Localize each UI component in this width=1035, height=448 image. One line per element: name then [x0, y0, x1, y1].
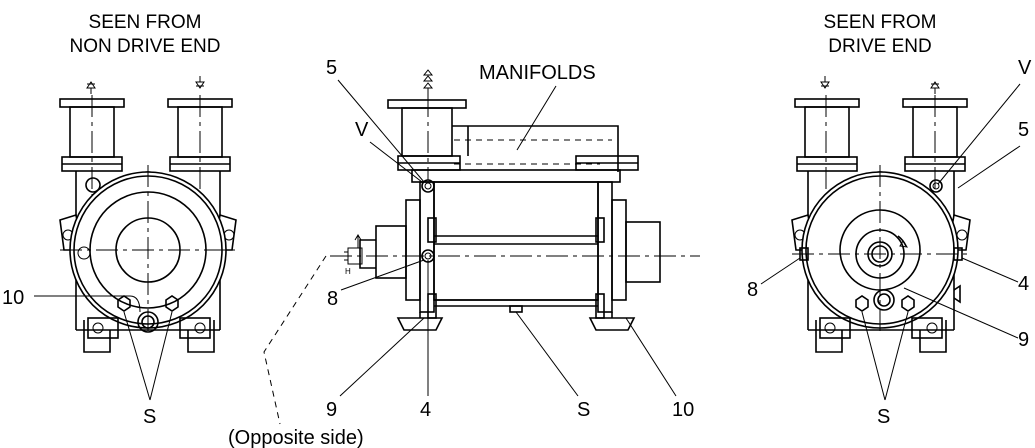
label-left-s: S: [143, 406, 156, 428]
right-caption-line2: DRIVE END: [828, 36, 931, 57]
label-center-10: 10: [672, 399, 694, 421]
label-center-5: 5: [326, 57, 337, 79]
label-right-v: V: [1018, 57, 1032, 79]
label-right-s: S: [877, 406, 890, 428]
label-right-4: 4: [1018, 273, 1029, 295]
left-flow-arrows: [86, 76, 205, 94]
view-side: MANIFOLDS: [228, 57, 700, 448]
left-casing: [59, 165, 237, 353]
label-center-4: 4: [420, 399, 431, 421]
center-casing: H: [330, 169, 700, 331]
left-caption-line2: NON DRIVE END: [70, 36, 221, 57]
center-manifold: [387, 95, 639, 180]
right-callouts: V 5 8 4 9 S: [747, 57, 1032, 428]
coupling-mark: H: [345, 267, 351, 276]
right-casing: [791, 165, 971, 353]
label-right-5: 5: [1018, 119, 1029, 141]
view-non-drive-end: SEEN FROM NON DRIVE END: [2, 12, 237, 428]
label-center-v: V: [355, 119, 369, 141]
label-manifolds: MANIFOLDS: [479, 62, 596, 84]
right-flow-arrows: [820, 76, 940, 94]
left-callouts: 10 S: [2, 287, 173, 428]
label-right-9: 9: [1018, 329, 1029, 351]
label-opposite-side: (Opposite side): [228, 427, 364, 448]
label-left-10: 10: [2, 287, 24, 309]
center-callouts: 5 V 8 9 4 S 10 (Opposite side): [228, 57, 694, 448]
label-center-8: 8: [327, 288, 338, 310]
view-drive-end: SEEN FROM DRIVE END: [747, 12, 1032, 428]
label-center-9: 9: [326, 399, 337, 421]
label-center-s: S: [577, 399, 590, 421]
right-caption-line1: SEEN FROM: [824, 12, 937, 33]
label-right-8: 8: [747, 279, 758, 301]
left-caption-line1: SEEN FROM: [89, 12, 202, 33]
